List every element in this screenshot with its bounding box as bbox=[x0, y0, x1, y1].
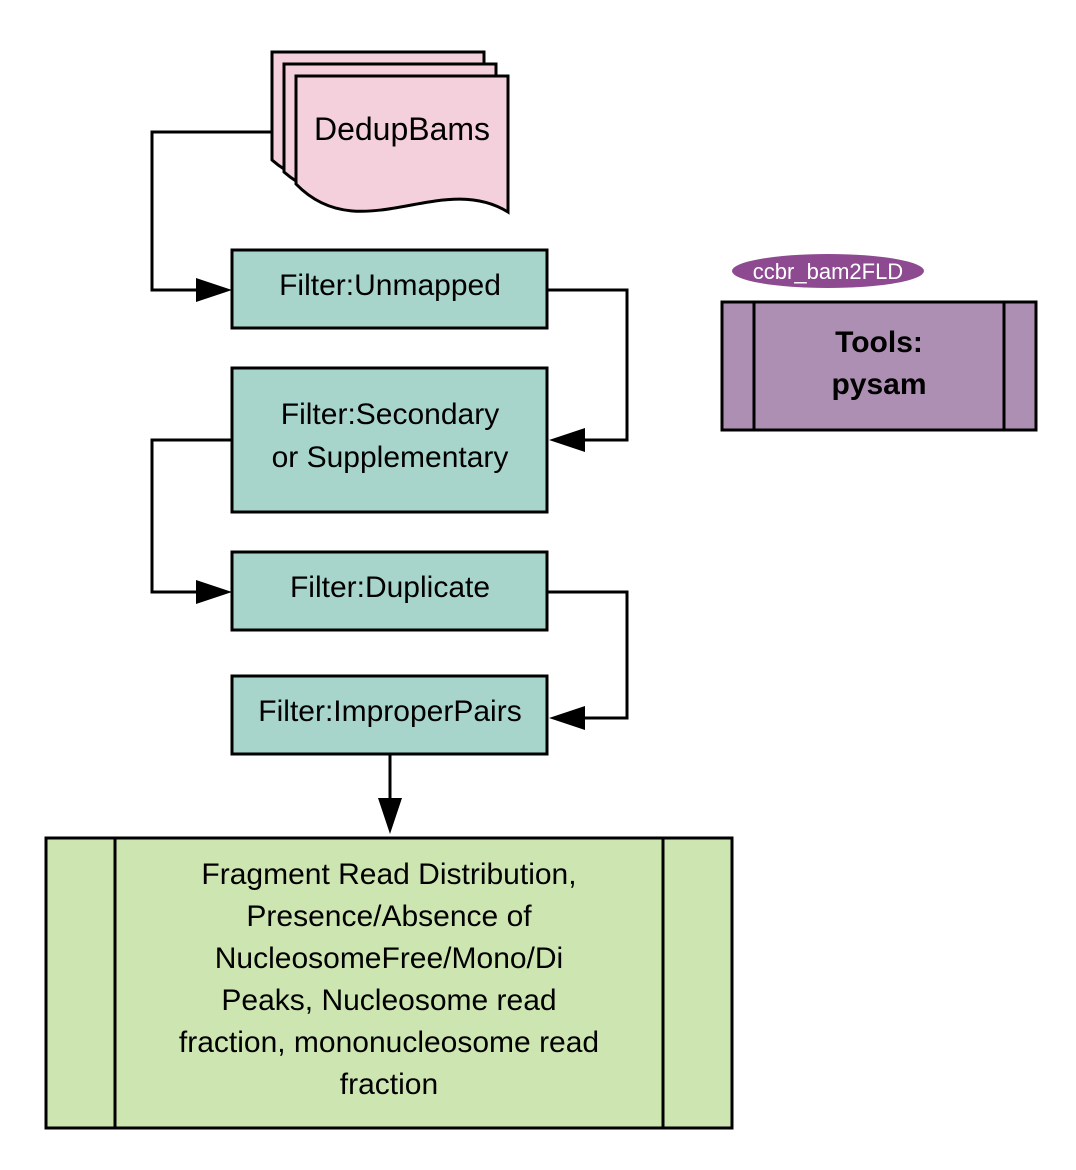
connectors bbox=[150, 130, 629, 834]
step-box bbox=[230, 248, 549, 330]
tool-panel: ccbr_bam2FLD Tools: pysam bbox=[720, 254, 1038, 432]
arrowhead-unmapped bbox=[196, 278, 232, 302]
step-box bbox=[230, 550, 549, 632]
tool-badge-label: ccbr_bam2FLD bbox=[753, 259, 903, 284]
step-box bbox=[230, 674, 549, 756]
step-label: Filter:Unmapped bbox=[279, 269, 501, 302]
filter-duplicate: Filter:Duplicate bbox=[230, 550, 549, 632]
output-process: Fragment Read Distribution, Presence/Abs… bbox=[44, 836, 734, 1130]
input-label: DedupBams bbox=[314, 111, 490, 147]
connector-secondary-to-duplicate bbox=[150, 438, 232, 594]
step-label-line-2: or Supplementary bbox=[272, 441, 509, 474]
connector-duplicate-to-improperpairs bbox=[547, 590, 629, 720]
filter-improperpairs: Filter:ImproperPairs bbox=[230, 674, 549, 756]
tool-badge bbox=[732, 254, 924, 288]
output-line-2: Presence/Absence of bbox=[246, 900, 532, 933]
filter-secondary: Filter:Secondary or Supplementary bbox=[230, 366, 549, 514]
connector-input-to-unmapped bbox=[150, 130, 272, 292]
step-label-line-1: Filter:Secondary bbox=[281, 398, 499, 431]
step-label: Filter:ImproperPairs bbox=[258, 695, 521, 728]
step-label: Filter:Duplicate bbox=[290, 571, 490, 604]
input-documents: DedupBams bbox=[270, 50, 510, 215]
output-line-5: fraction, mononucleosome read bbox=[179, 1026, 599, 1059]
output-line-6: fraction bbox=[340, 1068, 438, 1101]
arrowhead-secondary bbox=[549, 428, 585, 452]
connector-unmapped-to-secondary bbox=[547, 288, 629, 442]
arrowhead-output bbox=[378, 798, 402, 834]
output-line-3: NucleosomeFree/Mono/Di bbox=[215, 942, 563, 975]
arrowhead-improperpairs bbox=[549, 706, 585, 730]
tool-heading: Tools: bbox=[835, 326, 923, 359]
tool-box bbox=[720, 300, 1038, 432]
arrowhead-duplicate bbox=[196, 580, 232, 604]
output-line-1: Fragment Read Distribution, bbox=[201, 858, 576, 891]
document-front bbox=[294, 74, 510, 215]
output-line-4: Peaks, Nucleosome read bbox=[221, 984, 556, 1017]
output-box bbox=[44, 836, 734, 1130]
step-box bbox=[230, 366, 549, 514]
filter-unmapped: Filter:Unmapped bbox=[230, 248, 549, 330]
tool-name: pysam bbox=[831, 368, 926, 401]
